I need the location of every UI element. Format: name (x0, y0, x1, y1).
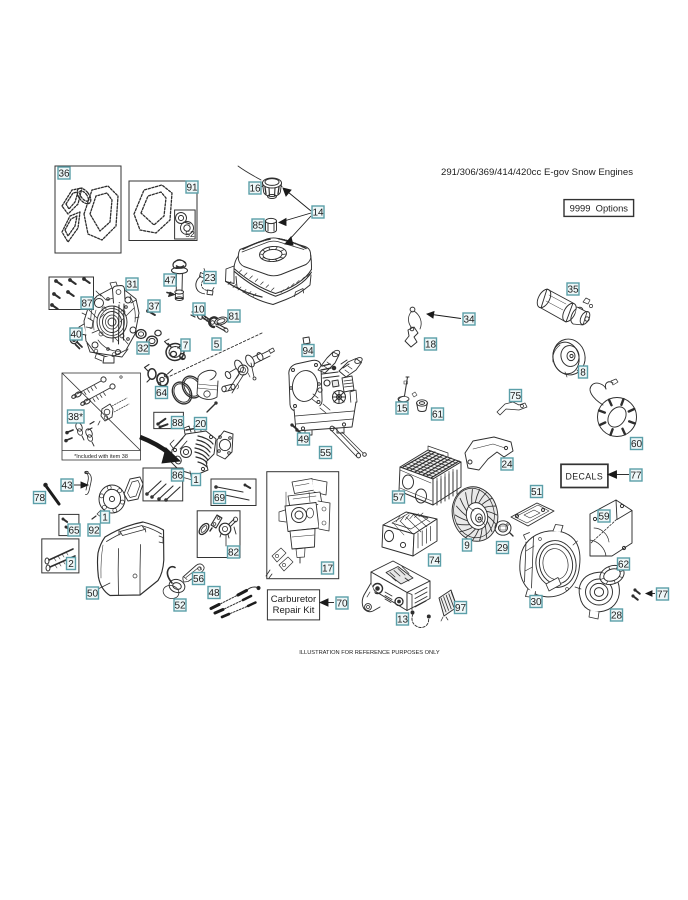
svg-text:ILLUSTRATION FOR REFERENCE PUR: ILLUSTRATION FOR REFERENCE PURPOSES ONLY (299, 650, 440, 656)
svg-text:15: 15 (396, 403, 408, 414)
svg-text:28: 28 (611, 610, 623, 621)
svg-text:23: 23 (204, 273, 216, 284)
svg-text:291/306/369/414/420cc E-gov Sn: 291/306/369/414/420cc E-gov Snow Engines (441, 167, 633, 178)
svg-text:*Included with item 38: *Included with item 38 (74, 454, 128, 460)
svg-text:60: 60 (631, 439, 643, 450)
svg-text:70: 70 (336, 598, 348, 609)
svg-text:77: 77 (657, 589, 669, 600)
svg-text:35: 35 (567, 284, 579, 295)
svg-text:7: 7 (183, 340, 189, 351)
svg-text:8: 8 (580, 367, 586, 378)
svg-text:37: 37 (148, 301, 160, 312)
svg-text:69: 69 (214, 493, 226, 504)
svg-text:9999 Options: 9999 Options (570, 203, 629, 214)
svg-text:59: 59 (598, 511, 610, 522)
svg-text:51: 51 (531, 487, 543, 498)
svg-text:78: 78 (34, 493, 46, 504)
svg-text:77: 77 (630, 470, 642, 481)
svg-text:13: 13 (397, 614, 409, 625)
svg-text:97: 97 (455, 603, 467, 614)
svg-text:2: 2 (68, 559, 74, 570)
svg-text:94: 94 (302, 346, 314, 357)
svg-text:55: 55 (320, 448, 332, 459)
svg-text:86: 86 (172, 470, 184, 481)
svg-text:5: 5 (214, 339, 220, 350)
svg-text:56: 56 (193, 574, 205, 585)
svg-text:Carburetor: Carburetor (271, 594, 316, 605)
svg-text:88: 88 (172, 418, 184, 429)
svg-text:52: 52 (185, 229, 195, 239)
svg-text:64: 64 (156, 388, 168, 399)
svg-text:48: 48 (208, 588, 220, 599)
svg-text:31: 31 (126, 279, 138, 290)
svg-text:34: 34 (463, 314, 475, 325)
svg-text:DECALS: DECALS (565, 472, 603, 482)
svg-text:75: 75 (510, 391, 522, 402)
svg-text:81: 81 (228, 311, 240, 322)
svg-text:47: 47 (164, 275, 176, 286)
svg-text:74: 74 (429, 555, 441, 566)
svg-text:52: 52 (174, 600, 186, 611)
svg-text:1: 1 (193, 475, 199, 486)
svg-text:30: 30 (530, 597, 542, 608)
svg-text:32: 32 (137, 343, 149, 354)
svg-text:36: 36 (58, 168, 70, 179)
svg-text:82: 82 (228, 547, 240, 558)
svg-text:16: 16 (249, 183, 261, 194)
svg-text:61: 61 (432, 409, 444, 420)
svg-text:Repair Kit: Repair Kit (273, 605, 315, 616)
svg-text:10: 10 (193, 304, 205, 315)
svg-text:85: 85 (252, 220, 264, 231)
svg-text:62: 62 (618, 559, 630, 570)
svg-text:57: 57 (393, 492, 405, 503)
svg-text:14: 14 (312, 207, 324, 218)
svg-text:1: 1 (102, 512, 108, 523)
svg-text:87: 87 (81, 298, 93, 309)
svg-text:38*: 38* (68, 412, 83, 423)
svg-text:24: 24 (501, 459, 513, 470)
svg-text:20: 20 (195, 419, 207, 430)
svg-text:17: 17 (322, 563, 334, 574)
svg-text:50: 50 (87, 588, 99, 599)
svg-text:29: 29 (497, 543, 509, 554)
svg-text:43: 43 (61, 480, 73, 491)
svg-text:9: 9 (464, 540, 470, 551)
svg-text:49: 49 (298, 434, 310, 445)
svg-text:65: 65 (68, 525, 80, 536)
svg-text:18: 18 (425, 339, 437, 350)
svg-text:91: 91 (186, 182, 198, 193)
svg-text:92: 92 (88, 525, 100, 536)
svg-text:40: 40 (70, 329, 82, 340)
